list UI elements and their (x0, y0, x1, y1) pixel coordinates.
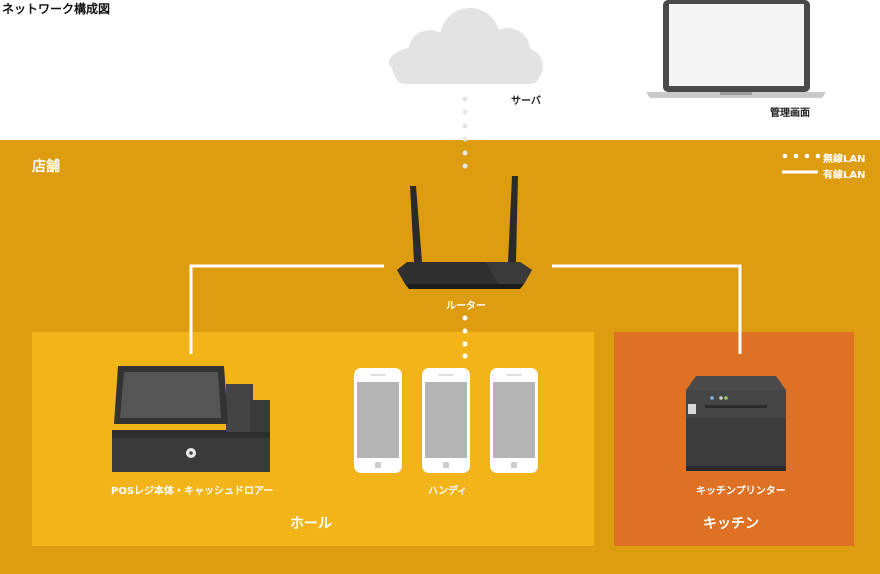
router-label: ルーター (446, 301, 486, 312)
handy-label: ハンディ (428, 486, 468, 497)
server-label: サーバ (511, 96, 541, 107)
store-label: 店舗 (32, 159, 60, 175)
legend-wireless-label: 無線LAN (823, 154, 866, 165)
diagram-title: ネットワーク構成図 (2, 2, 111, 16)
hall-title: ホール (290, 516, 332, 532)
kitchen-title: キッチン (703, 516, 759, 532)
printer-label: キッチンプリンター (696, 486, 786, 497)
admin-label: 管理画面 (770, 108, 810, 119)
legend-wired-label: 有線LAN (823, 170, 866, 181)
pos-label: POSレジ本体・キャッシュドロアー (111, 486, 274, 497)
